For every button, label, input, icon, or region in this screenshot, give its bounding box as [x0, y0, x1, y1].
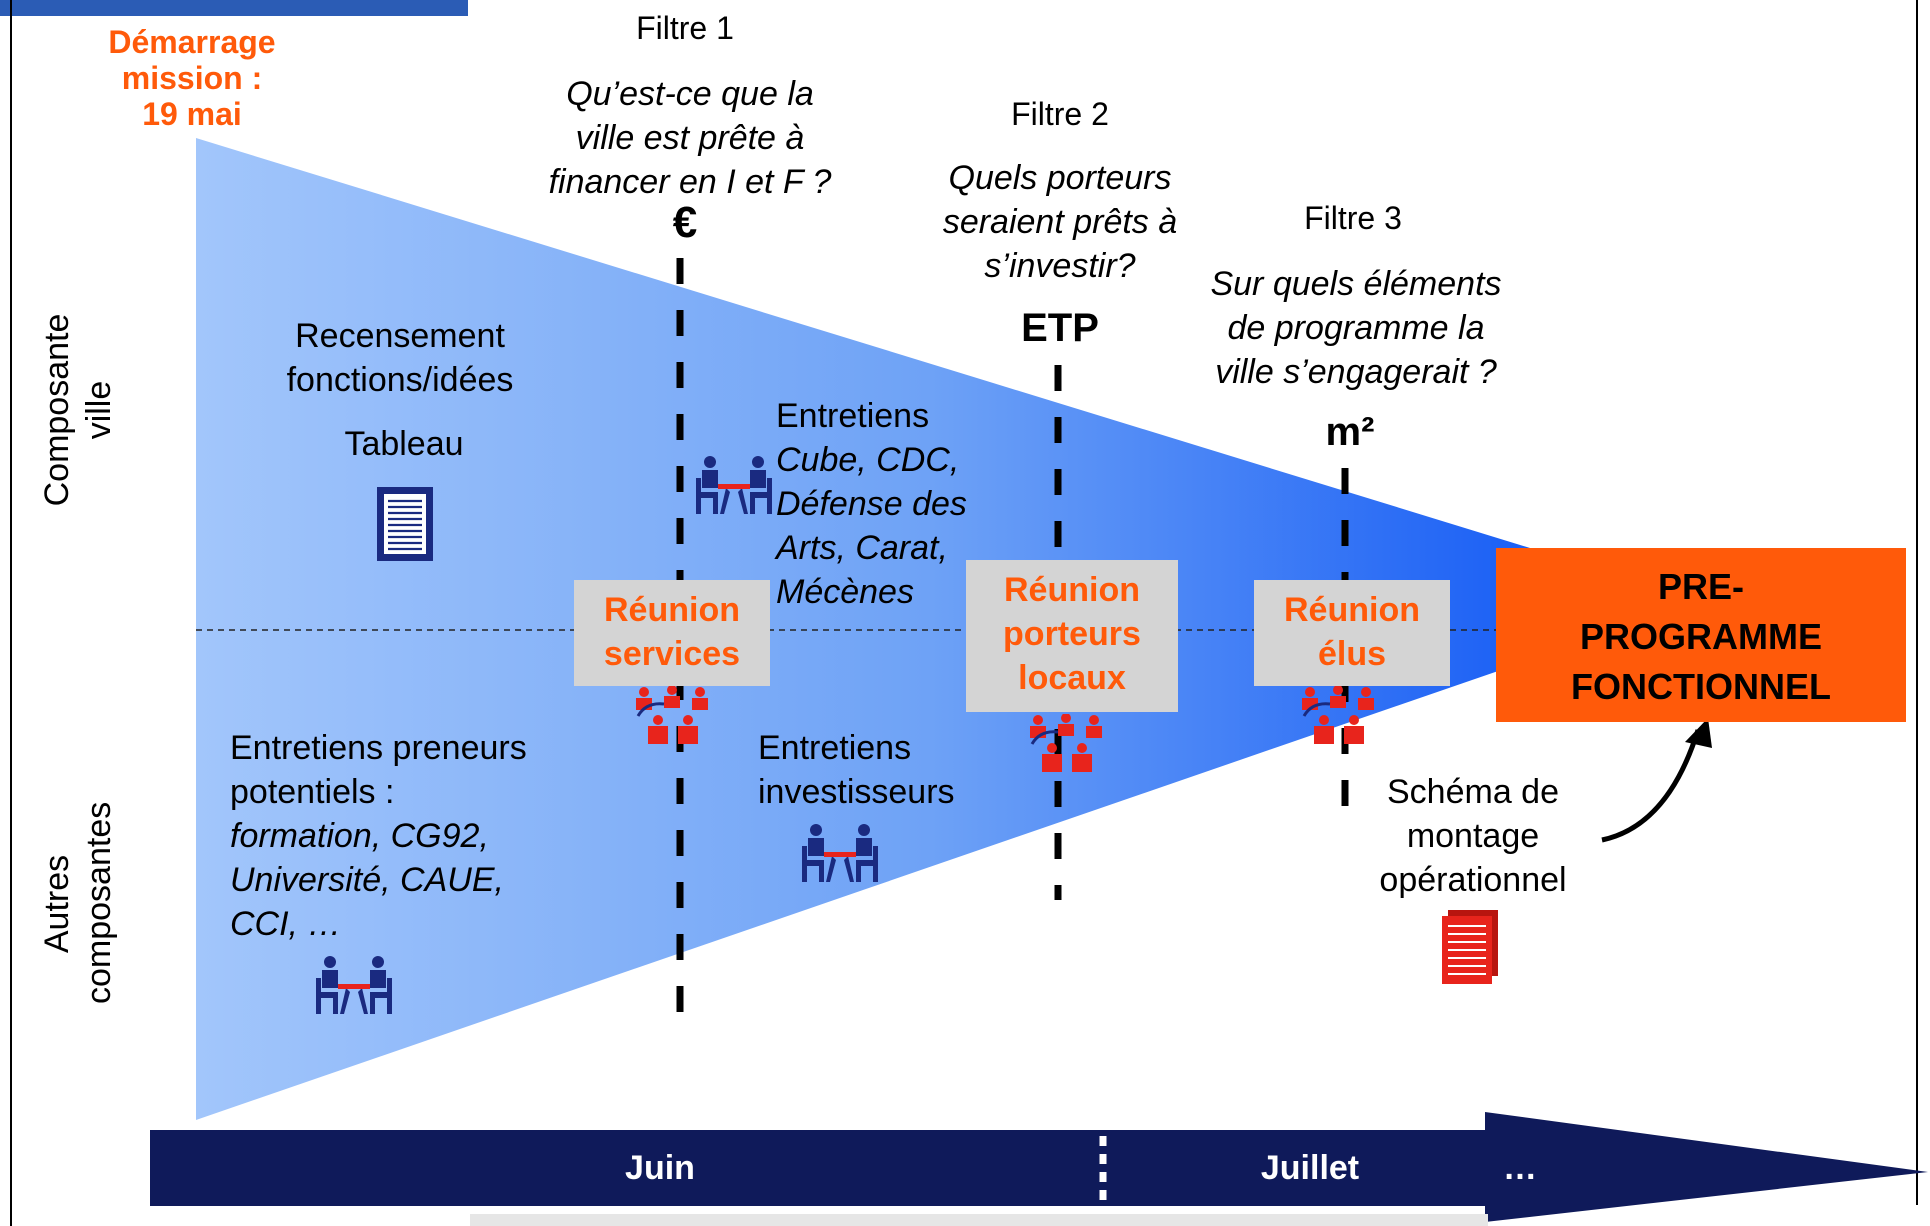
filter-1-q-line-3: financer en I et F ? — [548, 163, 832, 201]
preneurs-line-3: formation, CG92, — [230, 817, 489, 855]
preneurs-line-1: Entretiens preneurs — [230, 729, 527, 767]
side-label-composante-ville: Composante ville — [36, 310, 120, 510]
recensement-line-1: Recensement — [295, 317, 505, 355]
etp-symbol: ETP — [1021, 306, 1099, 350]
filter-3-q-line-2: de programme la — [1227, 309, 1485, 347]
filter-3-q-line-3: ville s’engagerait ? — [1215, 353, 1497, 391]
timeline-arrow — [150, 1112, 1928, 1222]
meeting-porteurs-line-2: porteurs — [1003, 615, 1141, 653]
bottom-strip — [470, 1214, 1488, 1226]
side-top-line-2: ville — [80, 380, 118, 440]
side-bottom-line-2: composantes — [80, 801, 118, 1004]
schema-label: Schéma de montage opérationnel — [1358, 770, 1588, 902]
entretiens-top-line-3: Arts, Carat, — [776, 529, 948, 567]
meeting-porteurs-line-3: locaux — [1018, 659, 1126, 697]
meeting-elus-line-2: élus — [1317, 635, 1387, 673]
euro-symbol: € — [672, 198, 698, 247]
filter-3-q-line-1: Sur quels éléments — [1210, 265, 1502, 303]
interview-icon — [696, 456, 772, 514]
filter-2-question: Quels porteurs seraient prêts à s’invest… — [900, 156, 1220, 288]
result-line-1: PRE- — [1657, 566, 1744, 607]
frame-right-border — [1916, 0, 1918, 1205]
meeting-services-line-1: Réunion — [604, 591, 740, 629]
result-line-3: FONCTIONNEL — [1571, 666, 1831, 707]
meeting-porteurs-box: Réunion porteurs locaux — [966, 560, 1178, 712]
entretiens-investisseurs: Entretiens investisseurs — [758, 726, 998, 814]
filter-3-title: Filtre 3 — [1304, 200, 1402, 236]
meeting-services-box: Réunion services — [574, 580, 770, 686]
filter-3-question: Sur quels éléments de programme la ville… — [1176, 262, 1536, 394]
header-band — [0, 0, 468, 16]
start-line-3: 19 mai — [142, 96, 242, 132]
preneurs-line-2: potentiels : — [230, 773, 395, 811]
filter-1-q-line-1: Qu’est-ce que la — [566, 75, 814, 113]
meeting-services-line-2: services — [603, 635, 741, 673]
side-top-line-1: Composante — [38, 313, 76, 507]
frame-left-border — [10, 0, 12, 1226]
start-label: Démarrage mission : 19 mai — [70, 24, 314, 132]
pre-programme-box: PRE- PROGRAMME FONCTIONNEL — [1496, 548, 1906, 722]
group-meeting-icon — [1302, 686, 1374, 744]
entretiens-top-line-2: Défense des — [776, 485, 967, 523]
month-ellipsis: … — [1503, 1149, 1537, 1187]
month-juin: Juin — [625, 1149, 695, 1187]
entretiens-top-title: Entretiens — [776, 397, 930, 435]
filter-2-q-line-3: s’investir? — [984, 247, 1136, 285]
filter-2-title: Filtre 2 — [1011, 96, 1109, 132]
tableau-label: Tableau — [344, 425, 464, 463]
m2-symbol: m² — [1325, 410, 1375, 454]
preneurs-line-5: CCI, … — [230, 905, 342, 943]
document-icon — [377, 487, 433, 561]
month-juillet: Juillet — [1260, 1149, 1360, 1187]
side-label-autres-composantes: Autres composantes — [36, 801, 120, 1004]
entretiens-top-line-4: Mécènes — [776, 573, 914, 611]
result-line-2: PROGRAMME — [1580, 616, 1822, 657]
red-document-icon — [1442, 910, 1498, 984]
schema-line-1: Schéma de — [1387, 773, 1559, 811]
side-bottom-line-1: Autres — [38, 854, 76, 954]
recensement-label: Recensement fonctions/idées — [250, 314, 550, 402]
schema-line-2: montage — [1406, 817, 1540, 855]
interview-icon — [802, 824, 878, 882]
funnel-shape — [196, 138, 1530, 1120]
meeting-elus-line-1: Réunion — [1284, 591, 1420, 629]
group-meeting-icon — [636, 686, 708, 744]
schema-arrowhead — [1685, 718, 1712, 748]
interview-icon — [316, 956, 392, 1014]
entretiens-top-line-1: Cube, CDC, — [776, 441, 960, 479]
filter-2-q-line-2: seraient prêts à — [942, 203, 1178, 241]
entretiens-preneurs: Entretiens preneurs potentiels : formati… — [230, 726, 590, 946]
schema-line-3: opérationnel — [1379, 861, 1567, 899]
filter-1-title: Filtre 1 — [636, 10, 734, 46]
filter-1-question: Qu’est-ce que la ville est prête à finan… — [500, 72, 880, 204]
schema-to-result-arrow — [1601, 729, 1701, 843]
meeting-elus-box: Réunion élus — [1254, 580, 1450, 686]
filter-2-q-line-1: Quels porteurs — [948, 159, 1172, 197]
filter-1-q-line-2: ville est prête à — [575, 119, 805, 157]
start-line-1: Démarrage — [108, 24, 276, 60]
recensement-line-2: fonctions/idées — [286, 361, 514, 399]
investisseurs-line-2: investisseurs — [758, 773, 955, 811]
start-line-2: mission : — [121, 60, 263, 96]
investisseurs-line-1: Entretiens — [758, 729, 912, 767]
preneurs-line-4: Université, CAUE, — [230, 861, 504, 899]
meeting-porteurs-line-1: Réunion — [1004, 571, 1140, 609]
group-meeting-icon — [1030, 714, 1102, 772]
entretiens-top: Entretiens Cube, CDC, Défense des Arts, … — [776, 394, 1016, 614]
